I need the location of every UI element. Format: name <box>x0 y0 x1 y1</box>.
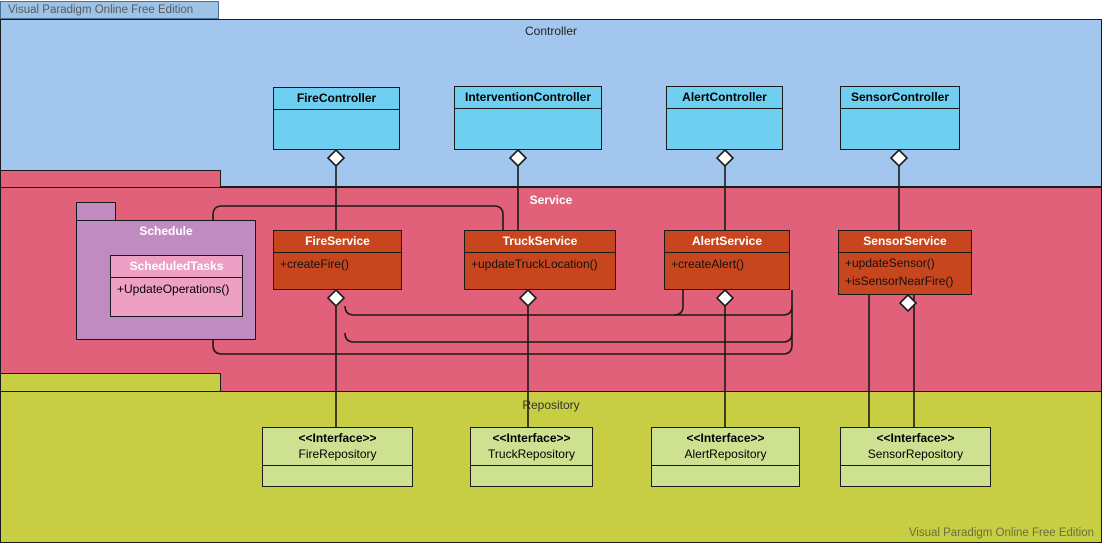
class-alertrepository-title: <<Interface>> AlertRepository <box>652 428 799 467</box>
class-firecontroller[interactable]: FireController <box>273 87 400 150</box>
class-truckrepository-body <box>471 466 592 472</box>
class-sensorservice-title: SensorService <box>839 231 971 254</box>
class-alertrepository-body <box>652 466 799 472</box>
class-sensorrepository[interactable]: <<Interface>> SensorRepository <box>840 427 991 487</box>
class-truckrepository-stereotype: <<Interface>> <box>492 431 571 445</box>
layer-service-label: Service <box>529 193 573 207</box>
class-firecontroller-title: FireController <box>274 88 399 111</box>
class-truckrepository-title: <<Interface>> TruckRepository <box>471 428 592 467</box>
class-fireservice-body: +createFire() <box>274 253 401 276</box>
class-truckservice-body: +updateTruckLocation() <box>465 253 615 276</box>
class-scheduledtasks-body: +UpdateOperations() <box>111 278 242 301</box>
class-truckservice[interactable]: TruckService +updateTruckLocation() <box>464 230 616 290</box>
class-scheduledtasks-member-0: +UpdateOperations() <box>117 282 230 297</box>
class-truckrepository[interactable]: <<Interface>> TruckRepository <box>470 427 593 487</box>
watermark-top: Visual Paradigm Online Free Edition <box>0 1 219 19</box>
class-firecontroller-body <box>274 110 399 116</box>
class-interventioncontroller[interactable]: InterventionController <box>454 86 602 150</box>
layer-service-tab <box>0 170 221 188</box>
class-fireservice-member-0: +createFire() <box>280 257 350 272</box>
class-sensorrepository-body <box>841 466 990 472</box>
class-sensorservice[interactable]: SensorService +updateSensor() +isSensorN… <box>838 230 972 295</box>
class-alertservice-title: AlertService <box>665 231 789 254</box>
class-firerepository[interactable]: <<Interface>> FireRepository <box>262 427 413 487</box>
class-scheduledtasks-title: ScheduledTasks <box>111 256 242 279</box>
class-truckrepository-name: TruckRepository <box>488 447 575 462</box>
package-schedule-name: Schedule <box>139 224 193 238</box>
layer-repository-tab <box>0 373 221 392</box>
class-sensorrepository-name: SensorRepository <box>867 447 964 462</box>
class-firerepository-stereotype: <<Interface>> <box>298 431 377 445</box>
class-alertrepository-name: AlertRepository <box>684 447 767 462</box>
class-alertrepository-stereotype: <<Interface>> <box>686 431 765 445</box>
class-alertcontroller-title: AlertController <box>667 87 782 110</box>
class-alertcontroller[interactable]: AlertController <box>666 86 783 150</box>
class-firerepository-title: <<Interface>> FireRepository <box>263 428 412 467</box>
class-sensorservice-body: +updateSensor() +isSensorNearFire() <box>839 253 971 293</box>
class-scheduledtasks[interactable]: ScheduledTasks +UpdateOperations() <box>110 255 243 317</box>
class-alertservice-member-0: +createAlert() <box>671 257 745 272</box>
class-interventioncontroller-body <box>455 109 601 115</box>
class-alertrepository[interactable]: <<Interface>> AlertRepository <box>651 427 800 487</box>
class-alertservice[interactable]: AlertService +createAlert() <box>664 230 790 290</box>
class-sensorcontroller-body <box>841 109 959 115</box>
class-firerepository-name: FireRepository <box>298 447 377 462</box>
package-schedule-tab <box>76 202 116 221</box>
class-interventioncontroller-title: InterventionController <box>455 87 601 110</box>
class-fireservice[interactable]: FireService +createFire() <box>273 230 402 290</box>
watermark-bottom: Visual Paradigm Online Free Edition <box>908 527 1094 539</box>
class-truckservice-title: TruckService <box>465 231 615 254</box>
class-alertservice-body: +createAlert() <box>665 253 789 276</box>
class-sensorservice-member-1: +isSensorNearFire() <box>845 273 954 288</box>
class-alertcontroller-body <box>667 109 782 115</box>
class-truckservice-member-0: +updateTruckLocation() <box>471 257 598 272</box>
class-firerepository-body <box>263 466 412 472</box>
class-fireservice-title: FireService <box>274 231 401 254</box>
class-sensorrepository-title: <<Interface>> SensorRepository <box>841 428 990 467</box>
class-sensorrepository-stereotype: <<Interface>> <box>876 431 955 445</box>
class-sensorcontroller-title: SensorController <box>841 87 959 110</box>
layer-controller-label: Controller <box>524 24 578 38</box>
class-sensorservice-member-0: +updateSensor() <box>845 256 935 271</box>
layer-repository-label: Repository <box>522 398 580 412</box>
class-sensorcontroller[interactable]: SensorController <box>840 86 960 150</box>
